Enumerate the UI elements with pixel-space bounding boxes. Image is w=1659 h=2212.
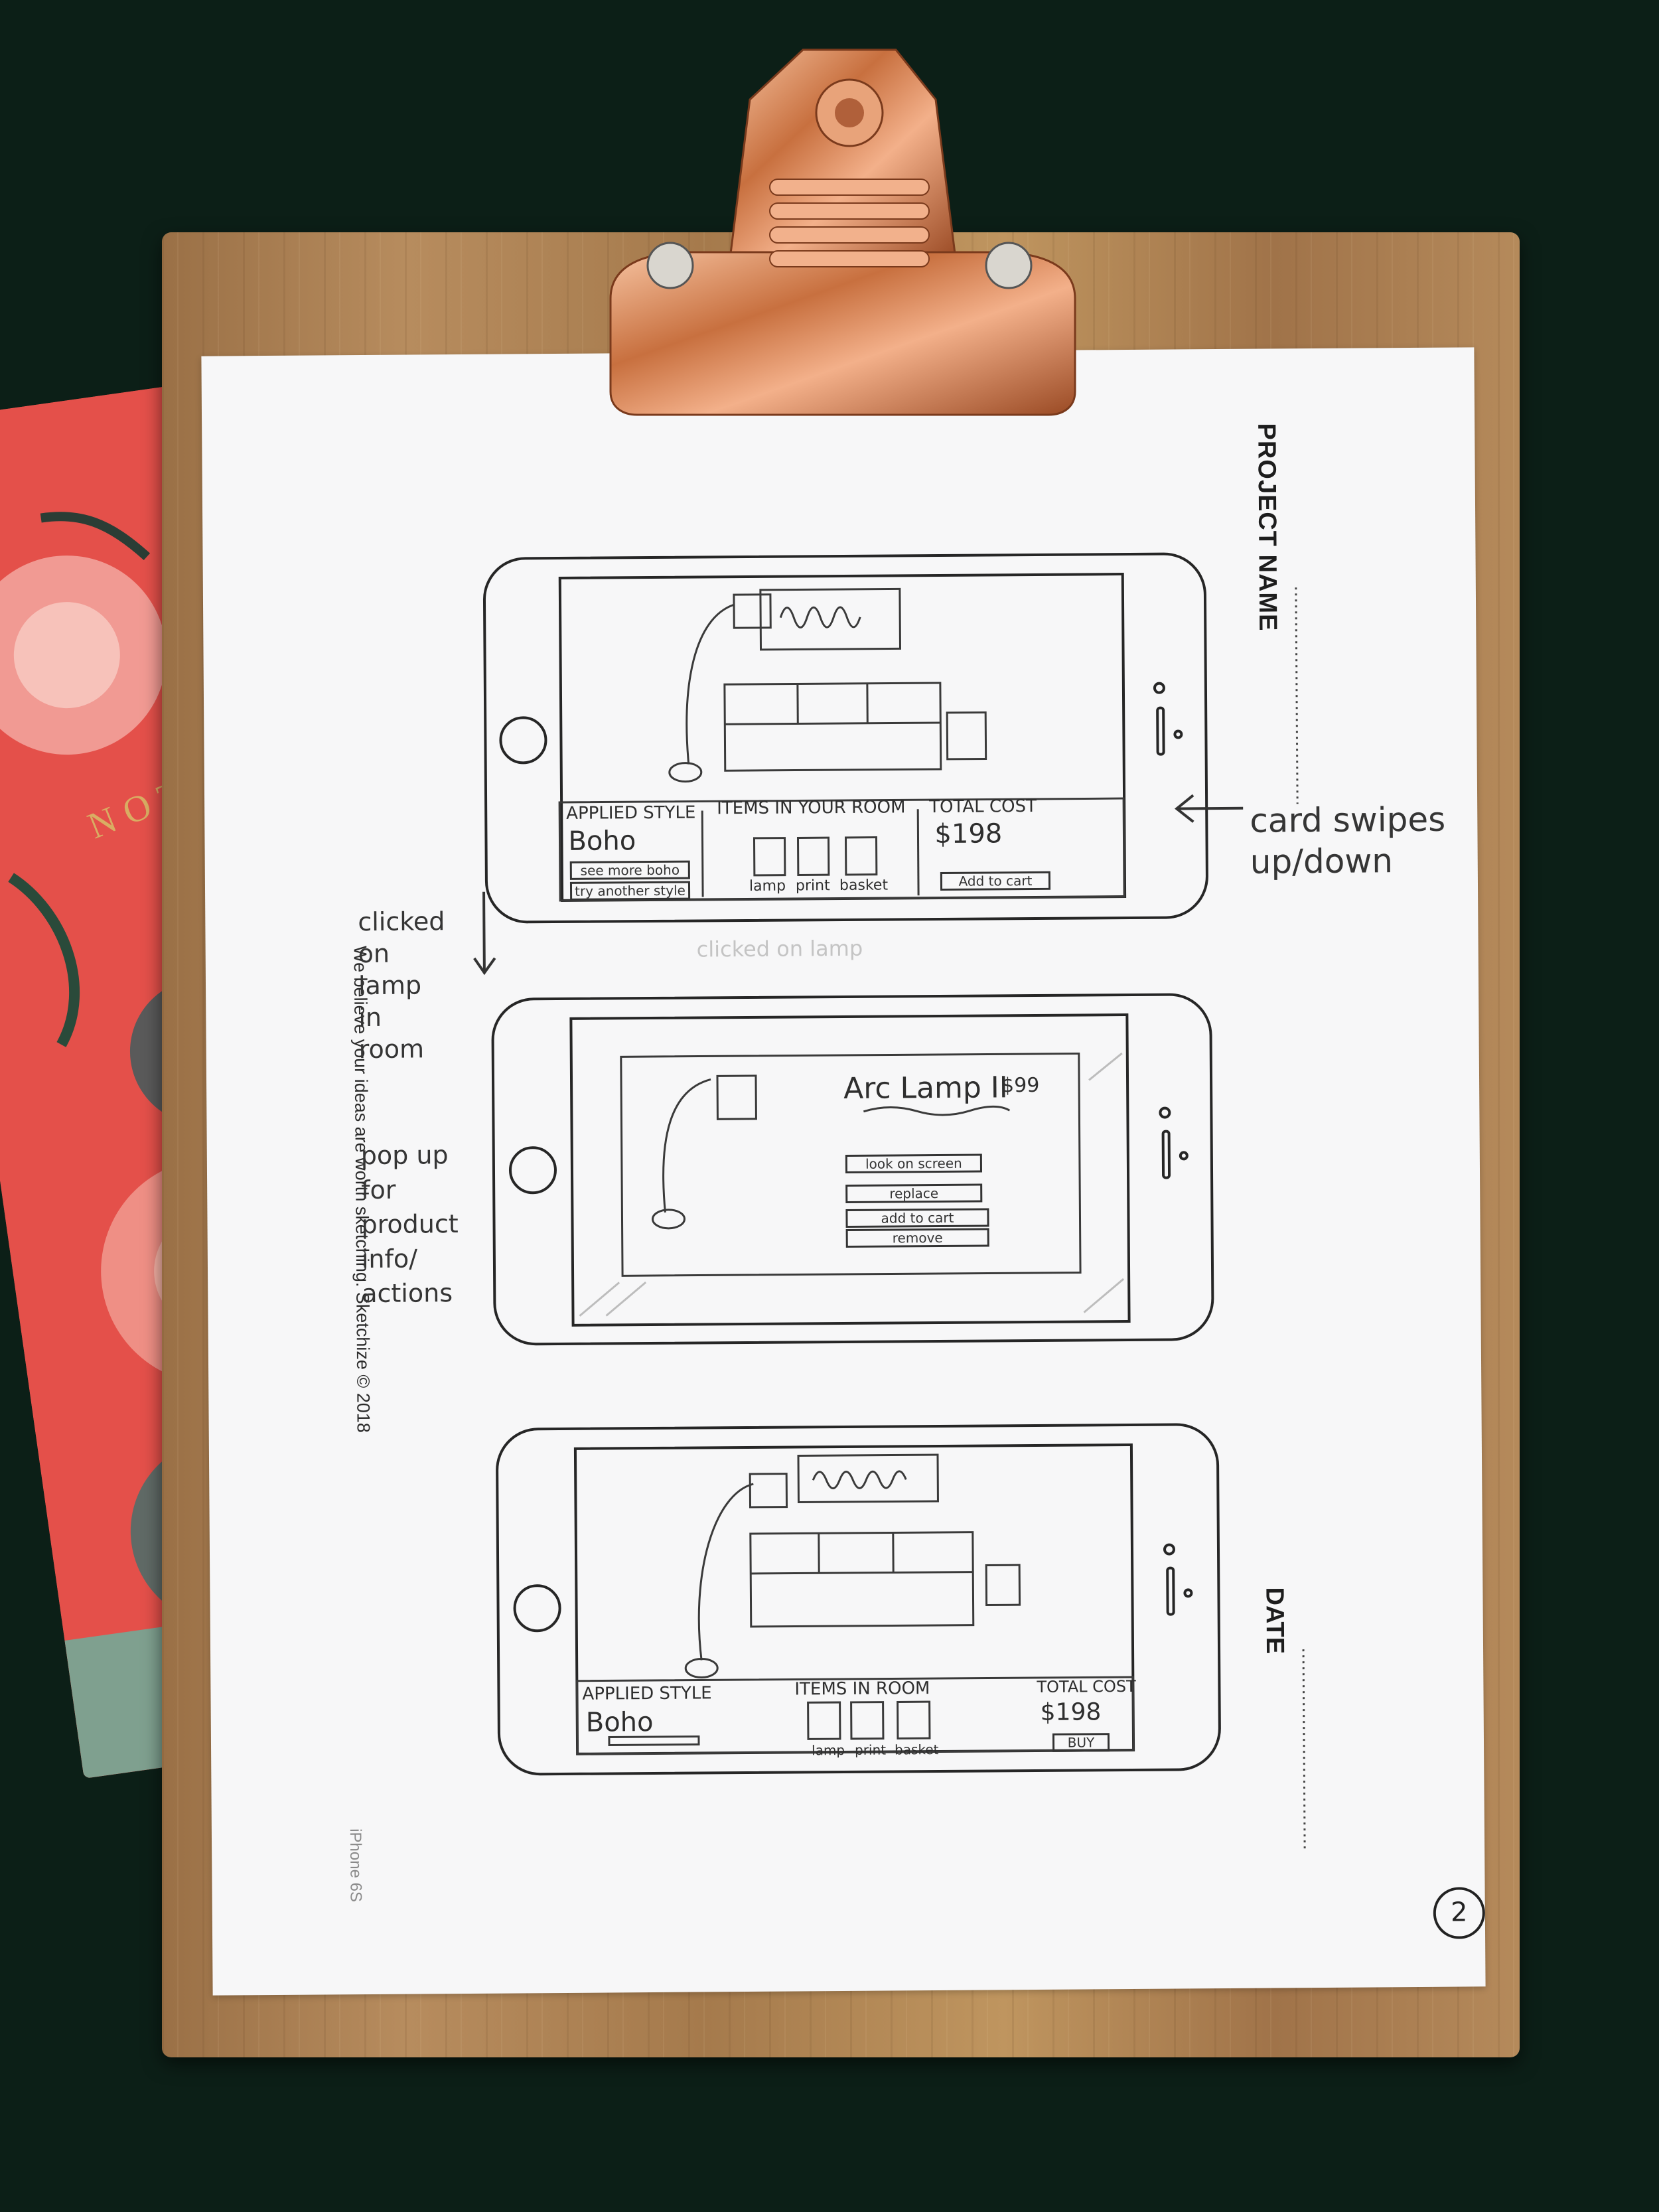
down-arrow	[473, 891, 496, 976]
product-name: Arc Lamp II	[843, 1070, 1008, 1106]
add-to-cart-button[interactable]: Add to cart	[940, 871, 1051, 891]
add-to-cart-action-button[interactable]: add to cart	[845, 1208, 989, 1228]
page-number: 2	[1433, 1887, 1486, 1939]
popup-card-sketch	[579, 1052, 1125, 1317]
total-cost-label: TOTAL COST	[929, 796, 1037, 818]
product-price: $99	[1001, 1073, 1040, 1098]
item-label-basket[interactable]: basket	[839, 877, 889, 895]
total-cost-label-3: TOTAL COST	[1037, 1676, 1136, 1696]
total-cost-value-3: $198	[1040, 1698, 1102, 1726]
item-label-lamp[interactable]: lamp	[749, 877, 786, 895]
note-card-swipes: card swipes up/down	[1250, 800, 1446, 881]
buy-button[interactable]: BUY	[1052, 1733, 1110, 1752]
device-label: iPhone 6S	[346, 1828, 365, 1903]
note-ghost-text: clicked on lamp	[696, 935, 863, 962]
items-in-room-label-3: ITEMS IN ROOM	[794, 1678, 930, 1700]
sketch-sheet: PROJECT NAME DATE We believe your ideas …	[201, 347, 1486, 1996]
style-value: Boho	[568, 826, 636, 857]
note-clicked-lamp: clicked on lamp in room	[358, 907, 445, 1065]
applied-style-label: APPLIED STYLE	[566, 802, 696, 824]
style-value-3: Boho	[585, 1707, 654, 1738]
total-cost-value: $198	[934, 818, 1003, 850]
note-popup: pop up for product info/ actions	[360, 1140, 459, 1309]
phone-frame-2	[491, 993, 1214, 1346]
items-in-room-label: ITEMS IN YOUR ROOM	[717, 797, 906, 819]
remove-button[interactable]: remove	[845, 1228, 989, 1248]
look-on-screen-button[interactable]: look on screen	[845, 1153, 983, 1173]
date-label: DATE	[1260, 1587, 1289, 1655]
room-sketch-1	[558, 587, 1125, 902]
project-name-label: PROJECT NAME	[1252, 423, 1282, 632]
copper-clip	[609, 48, 1076, 416]
item-label-lamp-3[interactable]: lamp	[812, 1742, 845, 1759]
swipe-arrow	[1174, 794, 1244, 823]
replace-button[interactable]: replace	[845, 1183, 983, 1203]
sketch-drawings	[473, 552, 1306, 1850]
room-sketch-3	[575, 1453, 1135, 1755]
applied-style-label-3: APPLIED STYLE	[582, 1683, 712, 1704]
see-more-button[interactable]: see more boho	[569, 860, 690, 880]
try-another-style-button[interactable]: try another style	[569, 881, 691, 901]
item-label-print[interactable]: print	[795, 877, 830, 895]
item-label-basket-3[interactable]: basket	[895, 1741, 939, 1758]
date-line	[1302, 1649, 1306, 1850]
item-label-print-3[interactable]: print	[855, 1741, 887, 1758]
project-name-line	[1295, 587, 1299, 804]
